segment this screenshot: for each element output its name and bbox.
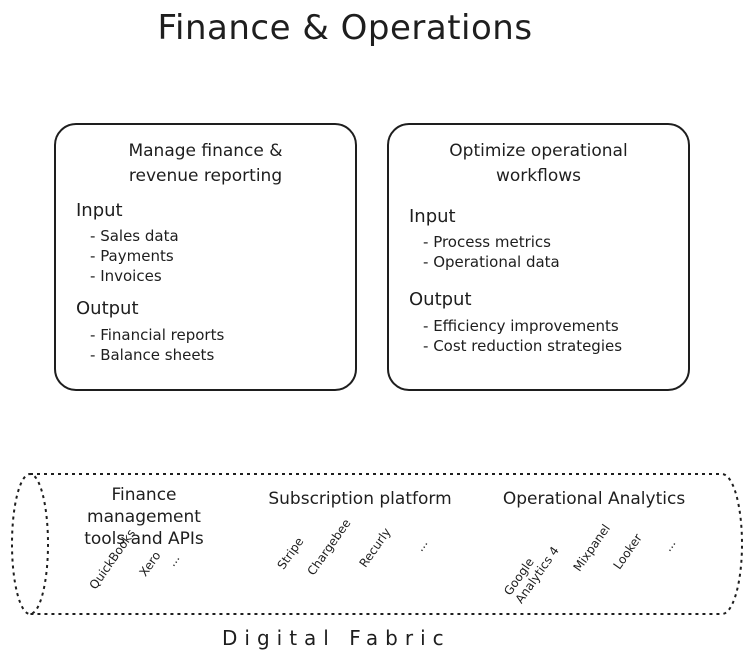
card-heading-line: workflows <box>495 166 581 186</box>
fabric-column-title: Finance management tools and APIs <box>52 484 236 550</box>
column-title-line: Finance management <box>87 485 201 527</box>
output-list: Efficiency improvements Cost reduction s… <box>423 316 622 356</box>
column-title-line: Operational Analytics <box>502 489 686 509</box>
output-item: Efficiency improvements <box>423 316 622 336</box>
digital-fabric-label: Digital Fabric <box>222 626 451 650</box>
input-item: Invoices <box>90 266 179 286</box>
fabric-column-title: Operational Analytics <box>486 488 702 510</box>
input-label: Input <box>76 200 123 221</box>
card-heading-line: Optimize operational <box>449 141 628 161</box>
input-item: Operational data <box>423 252 560 272</box>
output-label: Output <box>76 298 139 319</box>
card-heading: Optimize operational workflows <box>389 139 688 189</box>
input-label: Input <box>409 206 456 227</box>
card-heading: Manage finance & revenue reporting <box>56 139 355 189</box>
card-heading-line: revenue reporting <box>128 166 283 186</box>
operations-card: Optimize operational workflows Input Pro… <box>387 123 690 391</box>
finance-card: Manage finance & revenue reporting Input… <box>54 123 357 391</box>
input-item: Process metrics <box>423 232 560 252</box>
output-item: Balance sheets <box>90 345 224 365</box>
output-list: Financial reports Balance sheets <box>90 325 224 365</box>
column-title-line: Subscription platform <box>268 489 452 509</box>
output-item: Financial reports <box>90 325 224 345</box>
input-list: Process metrics Operational data <box>423 232 560 272</box>
input-item: Sales data <box>90 226 178 246</box>
fabric-column-title: Subscription platform <box>254 488 466 510</box>
input-list: Sales data Payments Invoices <box>90 226 179 286</box>
column-title-line: tools and APIs <box>84 529 204 549</box>
output-item: Cost reduction strategies <box>423 336 622 356</box>
card-heading-line: Manage finance & <box>128 141 283 161</box>
output-label: Output <box>409 289 472 310</box>
page-title: Finance & Operations <box>157 8 533 48</box>
input-item: Payments <box>90 246 179 266</box>
